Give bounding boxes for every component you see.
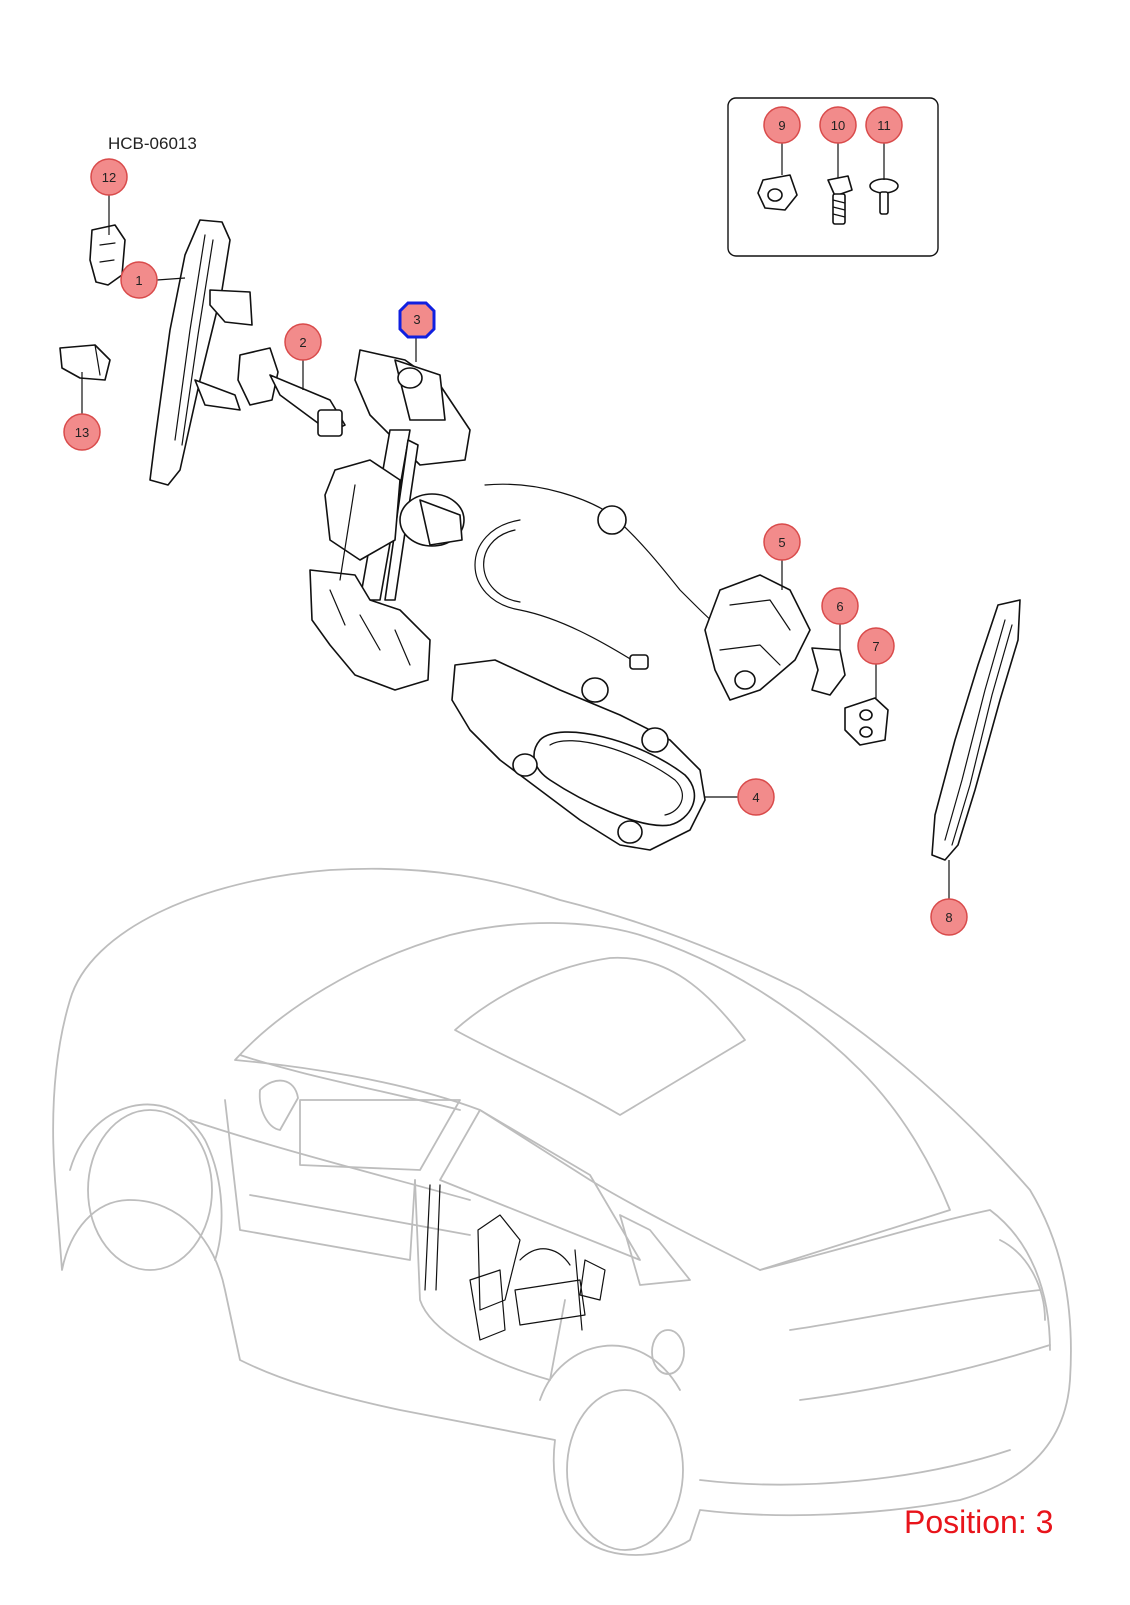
callout-5[interactable]: 5 — [763, 523, 801, 561]
callout-11-label: 11 — [877, 118, 891, 133]
part-2-door-check — [237, 347, 346, 437]
part-3-window-regulator — [309, 349, 471, 691]
part-12-bracket — [89, 224, 126, 286]
part-8-rear-channel — [931, 599, 1021, 861]
callout-12[interactable]: 12 — [90, 158, 128, 196]
callout-9[interactable]: 9 — [763, 106, 801, 144]
callout-1-label: 1 — [135, 273, 142, 288]
callout-11[interactable]: 11 — [865, 106, 903, 144]
part-5-door-latch — [704, 574, 811, 701]
callout-13-label: 13 — [75, 425, 89, 440]
position-label: Position: 3 — [904, 1504, 1054, 1540]
callout-13[interactable]: 13 — [63, 413, 101, 451]
callout-1[interactable]: 1 — [120, 261, 158, 299]
cables — [474, 483, 721, 670]
part-1-window-channel — [149, 219, 253, 486]
callout-6[interactable]: 6 — [821, 587, 859, 625]
callout-8-label: 8 — [945, 910, 952, 925]
callout-7[interactable]: 7 — [857, 627, 895, 665]
part-13-bracket — [59, 344, 111, 381]
callout-7-label: 7 — [872, 639, 879, 654]
callout-3[interactable]: 3 — [398, 301, 436, 339]
callout-2[interactable]: 2 — [284, 323, 322, 361]
callout-10-label: 10 — [831, 118, 845, 133]
callout-4-label: 4 — [752, 790, 759, 805]
callout-8[interactable]: 8 — [930, 898, 968, 936]
callout-9-label: 9 — [778, 118, 785, 133]
callout-4[interactable]: 4 — [737, 778, 775, 816]
callout-5-label: 5 — [778, 535, 785, 550]
diagram-code: HCB-06013 — [108, 134, 197, 153]
callout-10[interactable]: 10 — [819, 106, 857, 144]
part-7-striker — [844, 697, 889, 746]
door-mechanism-thumbnail — [424, 1184, 606, 1341]
leader-lines — [81, 142, 950, 899]
part-4-outside-handle — [451, 659, 706, 851]
callout-12-label: 12 — [102, 170, 116, 185]
part-6-clip — [811, 647, 846, 696]
callout-3-label: 3 — [413, 312, 420, 327]
callout-6-label: 6 — [836, 599, 843, 614]
car-outline — [52, 867, 1072, 1556]
callout-2-label: 2 — [299, 335, 306, 350]
